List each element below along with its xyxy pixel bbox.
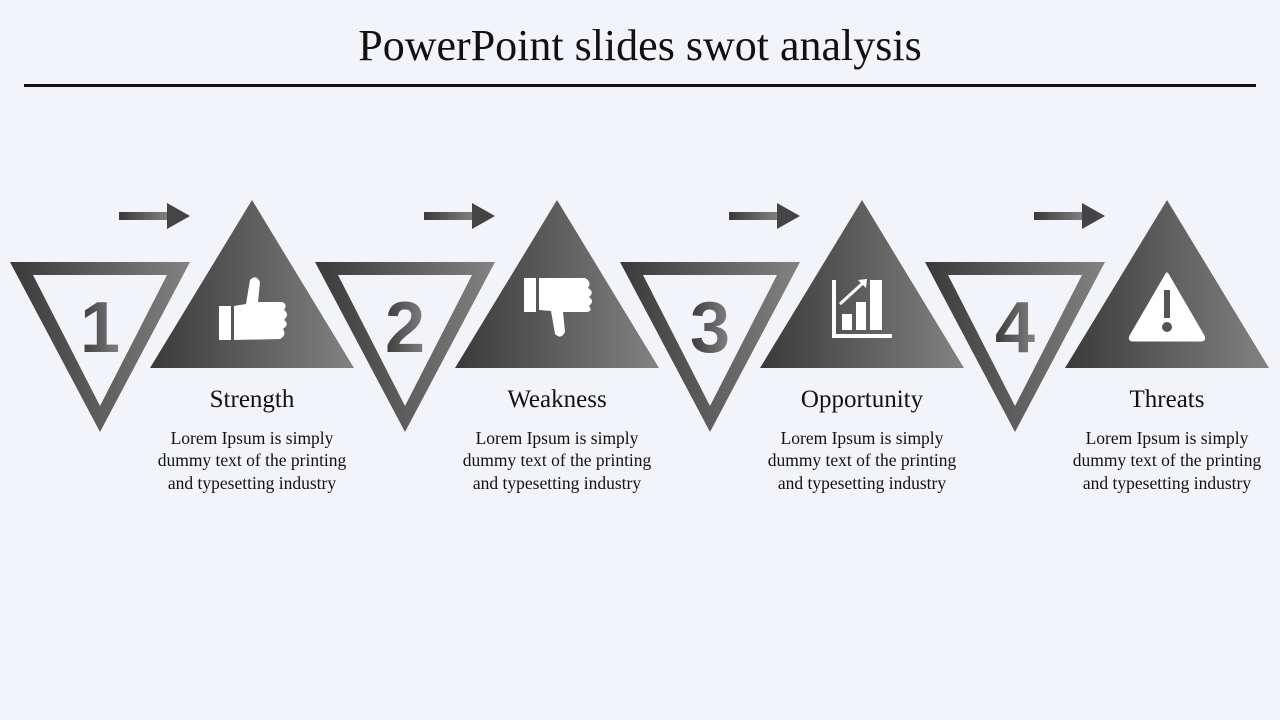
- swot-label: Strength: [209, 386, 295, 413]
- swot-description: Lorem Ipsum is simply dummy text of the …: [462, 428, 652, 493]
- number-triangle: [315, 262, 495, 432]
- step-number: 4: [995, 288, 1035, 368]
- step-number: 2: [385, 288, 425, 368]
- swot-description: Lorem Ipsum is simply dummy text of the …: [157, 428, 347, 493]
- swot-unit-threats: 4: [925, 200, 1269, 432]
- swot-label: Weakness: [507, 386, 607, 413]
- swot-description: Lorem Ipsum is simply dummy text of the …: [767, 428, 957, 493]
- number-triangle: [925, 262, 1105, 432]
- title-divider: [24, 84, 1256, 87]
- arrow-right-icon: [119, 203, 190, 229]
- step-number: 3: [690, 288, 730, 368]
- swot-label: Threats: [1129, 386, 1205, 413]
- swot-unit-opportunity: 3: [620, 200, 964, 432]
- thumbs-down-icon: [524, 278, 592, 337]
- swot-unit-strength: 1: [10, 200, 354, 432]
- arrow-right-icon: [1034, 203, 1105, 229]
- swot-description: Lorem Ipsum is simply dummy text of the …: [1072, 428, 1262, 493]
- step-number: 1: [80, 288, 120, 368]
- swot-label: Opportunity: [800, 386, 924, 413]
- arrow-right-icon: [424, 203, 495, 229]
- arrow-right-icon: [729, 203, 800, 229]
- number-triangle: [620, 262, 800, 432]
- warning-icon: [1128, 272, 1206, 342]
- number-triangle: [10, 262, 190, 432]
- slide-title: PowerPoint slides swot analysis: [358, 21, 922, 70]
- thumbs-up-icon: [219, 277, 287, 340]
- swot-unit-weakness: 2: [315, 200, 659, 432]
- growth-chart-icon: [832, 279, 892, 338]
